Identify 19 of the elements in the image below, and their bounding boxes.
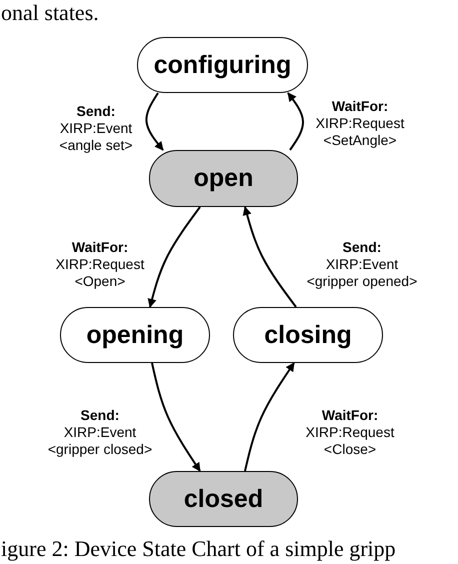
transition-arrow	[242, 206, 297, 308]
transition-arrow	[151, 362, 201, 472]
state-name: closed	[184, 484, 264, 514]
transition-arrow	[148, 206, 201, 308]
state-name: opening	[86, 320, 184, 350]
transition-arrow	[145, 92, 164, 151]
state-name: closing	[264, 320, 352, 350]
edge-label: WaitFor: XIRP:Request <Open>	[54, 238, 146, 290]
edge-label: Send: XIRP:Event <angle set>	[58, 102, 134, 154]
text-fragment: onal states.	[1, 0, 99, 26]
edge-label: Send: XIRP:Event <gripper opened>	[306, 238, 418, 290]
state-name: configuring	[154, 50, 292, 80]
state-name: open	[194, 164, 254, 193]
edge-label: Send: XIRP:Event <gripper closed>	[46, 406, 154, 458]
edge-label: WaitFor: XIRP:Request <SetAngle>	[314, 98, 406, 148]
transition-arrow	[244, 362, 295, 472]
transition-arrow	[287, 92, 304, 151]
edge-label: WaitFor: XIRP:Request <Close>	[304, 406, 396, 458]
figure-caption: igure 2: Device State Chart of a simple gripp	[1, 536, 396, 562]
